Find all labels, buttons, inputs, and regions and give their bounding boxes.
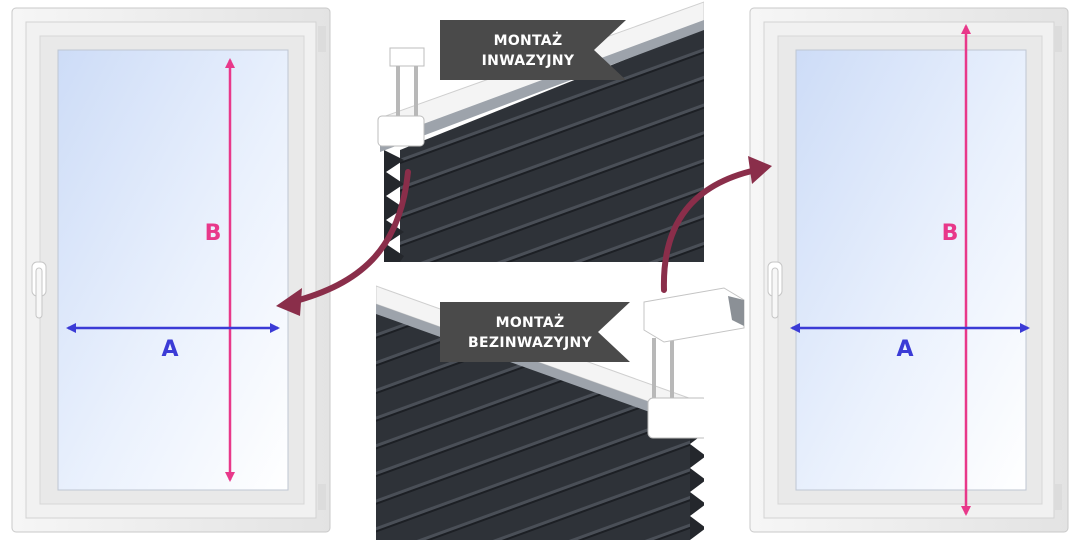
- inside-mount-panel: MONTAŻ INWAZYJNY: [377, 1, 704, 262]
- window-handle-icon: [31, 261, 47, 319]
- window-handle-icon: [767, 261, 783, 319]
- window-hinge-icon: [1054, 484, 1062, 510]
- mounting-bracket-icon: [647, 338, 704, 439]
- mounting-bracket-icon: [377, 47, 425, 147]
- window-hinge-icon: [318, 26, 326, 52]
- left-window: B A: [11, 7, 331, 533]
- window-hinge-icon: [1054, 26, 1062, 52]
- right-window: B A: [749, 7, 1069, 533]
- outside-mount-label-bg: [440, 302, 630, 362]
- inside-mount-label-line1: MONTAŻ: [494, 32, 563, 49]
- inside-mount-label-bg: [440, 20, 626, 80]
- left-width-label: A: [161, 337, 178, 362]
- right-window-glass: [795, 49, 1027, 491]
- pleated-blind-fabric: [400, 28, 704, 262]
- curved-arrow-icon: [660, 156, 772, 293]
- left-window-glass: [57, 49, 289, 491]
- right-height-label: B: [942, 221, 959, 246]
- mounting-bracket-icon: [643, 287, 745, 343]
- outside-mount-label-line2: BEZINWAZYJNY: [468, 335, 592, 351]
- left-height-label: B: [205, 221, 222, 246]
- right-width-label: A: [896, 337, 913, 362]
- pleated-blind-fabric: [376, 310, 690, 540]
- inside-mount-label-line2: INWAZYJNY: [482, 53, 575, 69]
- outside-mount-label-line1: MONTAŻ: [496, 314, 565, 331]
- outside-mount-panel: MONTAŻ BEZINWAZYJNY: [376, 285, 745, 540]
- window-hinge-icon: [318, 484, 326, 510]
- curved-arrow-icon: [276, 169, 411, 316]
